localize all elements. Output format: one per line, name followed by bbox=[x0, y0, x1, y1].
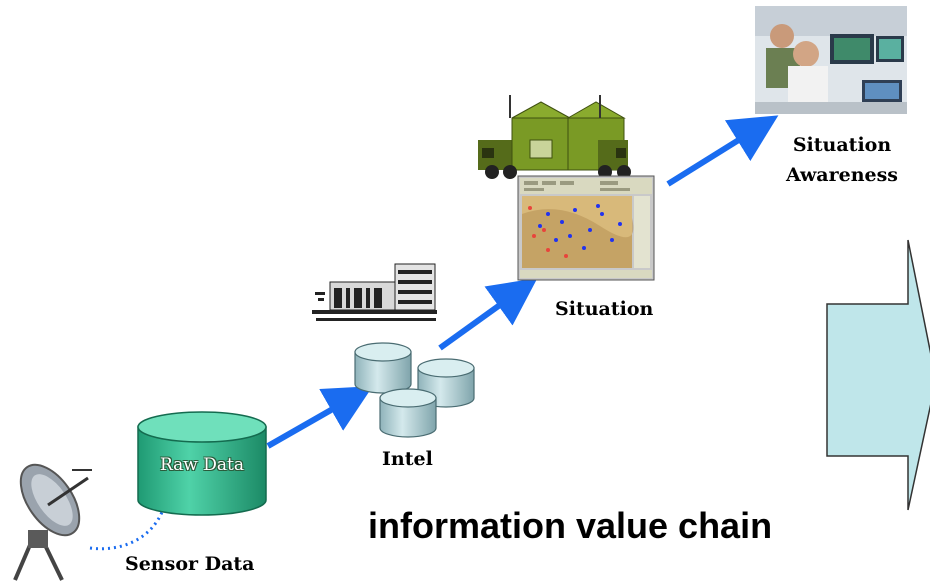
chain-title: information value chain bbox=[368, 505, 773, 546]
situation-awareness-line1: Situation bbox=[792, 134, 892, 156]
sensor-data-label: Sensor Data bbox=[125, 553, 255, 575]
raw-data-cylinder-icon bbox=[137, 411, 267, 516]
intel-cylinders-icon bbox=[354, 342, 475, 438]
intel-label: Intel bbox=[382, 448, 433, 470]
sensor-link-dotted bbox=[89, 511, 164, 551]
situation-label: Situation bbox=[555, 298, 654, 320]
situation-awareness-label: Situation Awareness bbox=[776, 130, 908, 190]
situation-awareness-line2: Awareness bbox=[785, 164, 899, 186]
raw-data-label: Raw Data bbox=[159, 455, 244, 475]
military-truck-shelter-icon bbox=[478, 95, 631, 179]
flow-arrow-situation-to-awareness bbox=[666, 115, 779, 187]
flow-arrow-raw-to-intel bbox=[266, 386, 373, 449]
building-icon bbox=[312, 263, 437, 321]
map-screen-icon bbox=[517, 175, 655, 281]
operators-photo-icon bbox=[755, 6, 907, 114]
satellite-dish-icon bbox=[13, 463, 92, 581]
flow-arrow-intel-to-situation bbox=[438, 278, 538, 351]
block-arrow-icon bbox=[826, 239, 930, 511]
